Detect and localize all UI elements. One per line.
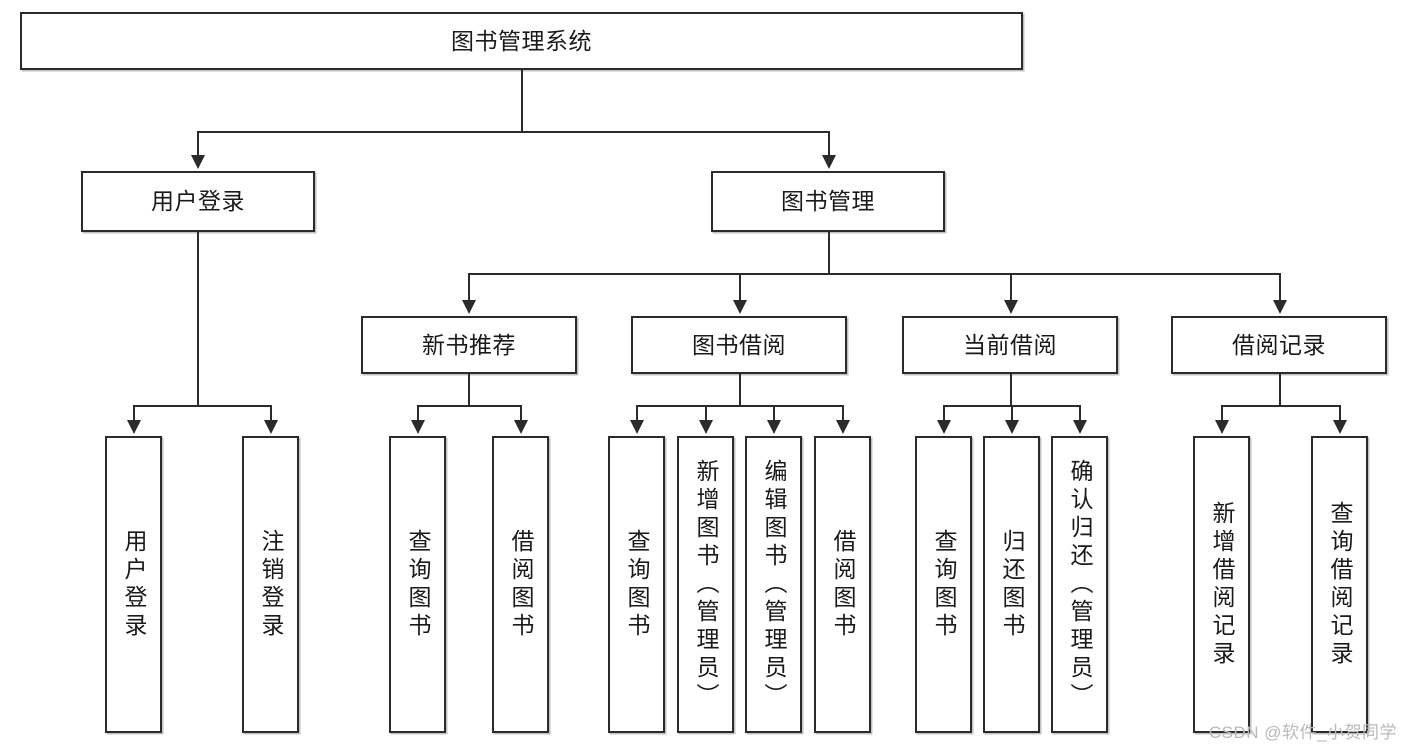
node-label: 图书管理系统 [451,27,592,54]
leaf-bookborrow-add-book[interactable]: 新增图书（管理员） [677,436,734,733]
connector-root-stem [521,70,523,132]
node-label: 图书借阅 [692,331,786,358]
connector-bookborrow-to-leaf2 [705,405,707,421]
node-label: 查询图书 [931,528,957,641]
leaf-currentborrow-confirm-return[interactable]: 确认归还（管理员） [1051,436,1108,733]
leaf-bookborrow-edit-book[interactable]: 编辑图书（管理员） [745,436,802,733]
connector-currentborrow-to-leaf1 [943,405,945,421]
node-label: 查询借阅记录 [1327,500,1353,669]
connector-bookmgmt-stem [828,232,830,274]
connector-bookmgmt-to-borrow [739,273,741,301]
node-book-management[interactable]: 图书管理 [711,171,945,232]
connector-newbook-stem [468,374,470,406]
arrow-currentborrow-to-leaf2-icon [1005,420,1019,434]
connector-newbook-to-leaf2 [520,405,522,421]
node-label: 归还图书 [999,528,1025,641]
leaf-bookborrow-query-book[interactable]: 查询图书 [608,436,665,733]
arrow-currentborrow-to-leaf1-icon [937,420,951,434]
arrow-root-to-login-icon [191,155,205,169]
node-label: 借阅图书 [830,528,856,641]
connector-bookmgmt-to-new [468,273,470,301]
leaf-currentborrow-return-book[interactable]: 归还图书 [983,436,1040,733]
connector-bookmgmt-to-record [1279,273,1281,301]
leaf-bookborrow-borrow-book[interactable]: 借阅图书 [814,436,871,733]
connector-bookmgmt-bus [468,273,1280,275]
node-label: 新增图书（管理员） [693,458,719,711]
connector-borrowrecord-stem [1279,374,1281,406]
connector-bookmgmt-to-current [1010,273,1012,301]
connector-bookborrow-bus [636,405,843,407]
connector-bookborrow-to-leaf3 [773,405,775,421]
arrow-bookborrow-to-leaf4-icon [836,420,850,434]
leaf-user-login[interactable]: 用户登录 [105,436,162,733]
connector-root-bus [197,131,829,133]
node-label: 新增借阅记录 [1209,500,1235,669]
node-label: 借阅图书 [508,528,534,641]
node-book-borrow[interactable]: 图书借阅 [631,316,847,374]
node-new-book-recommend[interactable]: 新书推荐 [361,316,577,374]
connector-borrowrecord-to-leaf1 [1221,405,1223,421]
connector-bookborrow-to-leaf4 [842,405,844,421]
connector-root-to-bookmgmt [828,131,830,157]
node-borrow-record[interactable]: 借阅记录 [1171,316,1387,374]
node-label: 查询图书 [624,528,650,641]
arrow-login-to-leaf1-icon [127,420,141,434]
node-label: 查询图书 [405,528,431,641]
node-label: 确认归还（管理员） [1067,458,1093,711]
node-user-login[interactable]: 用户登录 [81,171,315,232]
connector-currentborrow-to-leaf3 [1079,405,1081,421]
arrow-borrowrecord-to-leaf2-icon [1333,420,1347,434]
node-label: 图书管理 [781,188,875,215]
leaf-borrowrecord-add-record[interactable]: 新增借阅记录 [1193,436,1250,733]
arrow-root-to-bookmgmt-icon [822,155,836,169]
connector-bookborrow-stem [739,374,741,406]
leaf-newbook-query-book[interactable]: 查询图书 [389,436,446,733]
arrow-bookborrow-to-leaf1-icon [630,420,644,434]
leaf-borrowrecord-query-record[interactable]: 查询借阅记录 [1311,436,1368,733]
arrow-login-to-leaf2-icon [264,420,278,434]
connector-currentborrow-to-leaf2 [1011,405,1013,421]
node-label: 注销登录 [258,528,284,641]
arrow-currentborrow-to-leaf3-icon [1073,420,1087,434]
connector-currentborrow-stem [1010,374,1012,406]
leaf-newbook-borrow-book[interactable]: 借阅图书 [492,436,549,733]
connector-login-bus [133,405,270,407]
node-current-borrow[interactable]: 当前借阅 [902,316,1118,374]
connector-bookborrow-to-leaf1 [636,405,638,421]
leaf-logout[interactable]: 注销登录 [242,436,299,733]
arrow-bookmgmt-to-current-icon [1004,300,1018,314]
connector-newbook-bus [417,405,520,407]
node-label: 用户登录 [151,188,245,215]
connector-login-to-leaf1 [133,405,135,421]
node-root-system[interactable]: 图书管理系统 [20,12,1023,70]
leaf-currentborrow-query-book[interactable]: 查询图书 [915,436,972,733]
connector-root-to-login [197,131,199,157]
node-label: 借阅记录 [1232,331,1326,358]
connector-login-stem [197,232,199,406]
arrow-newbook-to-leaf1-icon [411,420,425,434]
arrow-bookmgmt-to-borrow-icon [733,300,747,314]
arrow-bookborrow-to-leaf3-icon [767,420,781,434]
arrow-bookmgmt-to-record-icon [1273,300,1287,314]
connector-borrowrecord-bus [1221,405,1339,407]
arrow-bookborrow-to-leaf2-icon [699,420,713,434]
arrow-borrowrecord-to-leaf1-icon [1215,420,1229,434]
connector-borrowrecord-to-leaf2 [1339,405,1341,421]
connector-newbook-to-leaf1 [417,405,419,421]
node-label: 用户登录 [121,528,147,641]
node-label: 新书推荐 [422,331,516,358]
node-label: 当前借阅 [963,331,1057,358]
node-label: 编辑图书（管理员） [761,458,787,711]
arrow-newbook-to-leaf2-icon [514,420,528,434]
arrow-bookmgmt-to-new-icon [462,300,476,314]
connector-login-to-leaf2 [270,405,272,421]
